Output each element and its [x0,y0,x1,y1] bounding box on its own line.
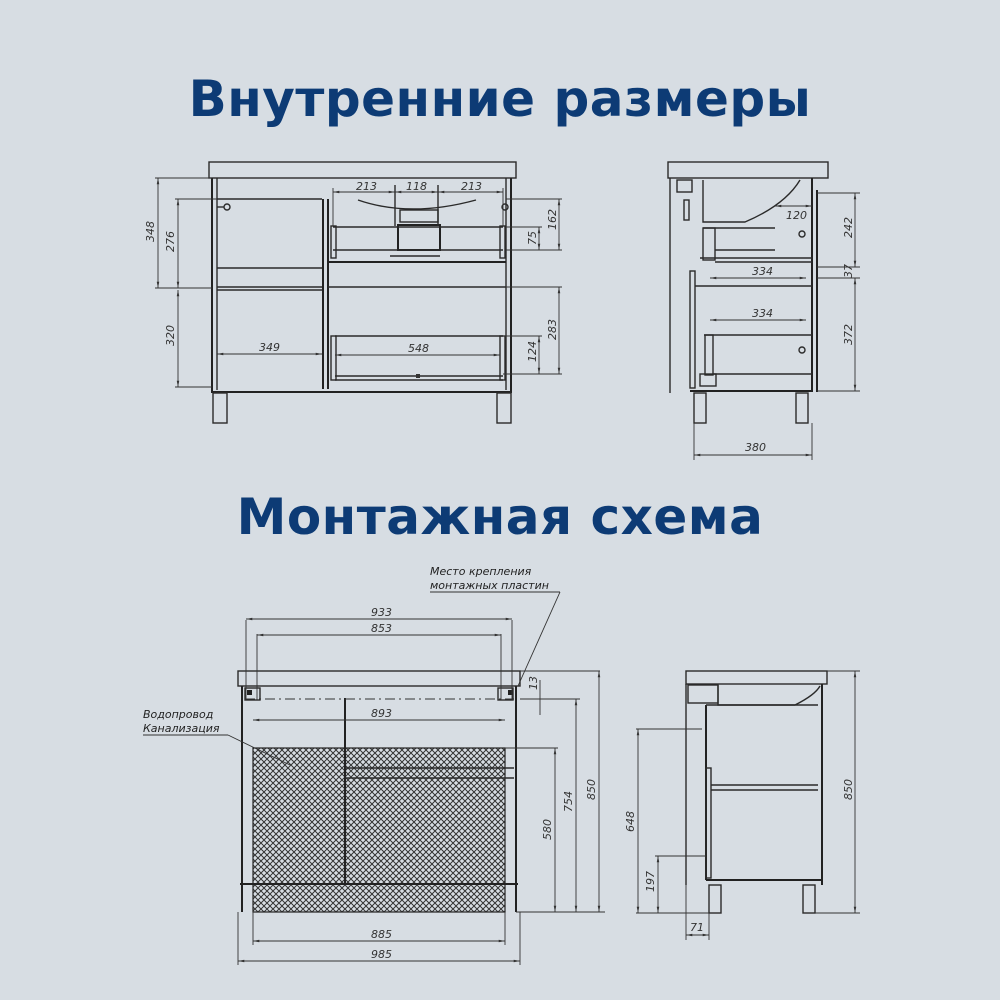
dim-162: 162 [546,209,559,230]
dim-283: 283 [546,319,559,340]
dim-13: 13 [527,676,540,690]
dim-334-lower: 334 [752,307,773,320]
inner-front-view: 213 118 213 348 276 320 349 548 162 75 2… [144,161,562,424]
dim-380: 380 [745,441,766,454]
dim-242: 242 [842,217,855,238]
install-side-view: 648 197 850 71 [624,670,860,940]
dim-75: 75 [526,231,539,245]
inner-side-view: 120 334 334 242 37 372 380 [667,161,860,460]
install-front-view: 933 853 893 Место крепления монтажных пл… [143,565,605,965]
dim-985: 985 [371,948,392,961]
dim-37: 37 [842,264,855,278]
dim-853: 853 [371,622,392,635]
dim-648: 648 [624,811,637,832]
note-mount-line1: Место крепления [430,565,532,578]
dim-124: 124 [526,341,539,362]
dim-754: 754 [562,791,575,812]
dim-893: 893 [371,707,392,720]
note-plumbing-line2: Канализация [143,722,220,735]
dim-372: 372 [842,324,855,345]
dim-548: 548 [408,342,429,355]
dim-276: 276 [164,231,177,252]
dim-885: 885 [371,928,392,941]
dim-197: 197 [644,871,657,892]
dim-850-side: 850 [842,779,855,800]
dim-320: 320 [164,325,177,346]
dim-580: 580 [541,819,554,840]
dim-71: 71 [690,921,704,934]
dim-sink-left: 213 [356,180,377,193]
dim-sink-mid: 118 [406,180,427,193]
dim-349: 349 [259,341,280,354]
title-installation-scheme: Монтажная схема [236,488,764,546]
note-plumbing-line1: Водопровод [143,708,213,721]
dim-850-front: 850 [585,779,598,800]
dim-sink-right: 213 [461,180,482,193]
dim-933: 933 [371,606,392,619]
title-inner-dimensions: Внутренние размеры [188,70,812,128]
note-mount-line2: монтажных пластин [430,579,549,592]
dim-348: 348 [144,221,157,242]
dim-334-upper: 334 [752,265,773,278]
dim-120: 120 [786,209,807,222]
